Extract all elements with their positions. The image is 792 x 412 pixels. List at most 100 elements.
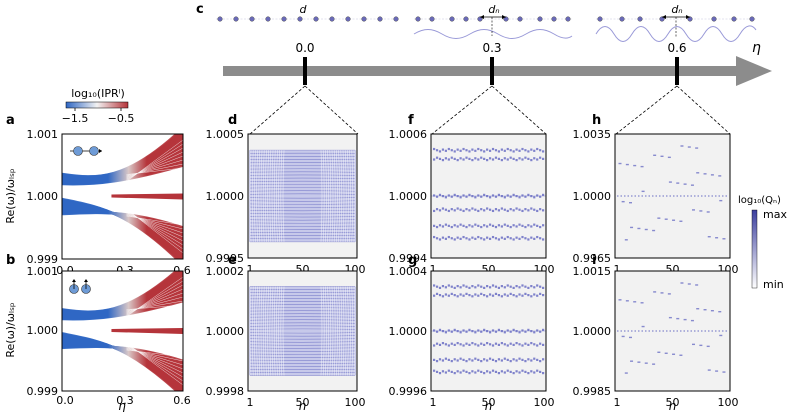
mode-dot bbox=[486, 236, 489, 239]
mode-dash bbox=[679, 220, 683, 222]
mode-dash bbox=[644, 362, 648, 364]
panel-b-xtick-0: 0.0 bbox=[56, 394, 74, 407]
mode-dot bbox=[468, 193, 471, 196]
mode-dot bbox=[491, 358, 495, 361]
mode-dot bbox=[444, 343, 447, 346]
mode-dash bbox=[653, 291, 657, 293]
mode-dot bbox=[483, 328, 486, 331]
mode-dot bbox=[486, 359, 489, 362]
mode-dot bbox=[506, 369, 509, 372]
mode-dot bbox=[536, 158, 539, 161]
q-colorbar-max-label: max bbox=[763, 208, 787, 221]
mode-dot bbox=[462, 329, 465, 332]
mode-dot bbox=[536, 358, 539, 361]
mode-dot bbox=[433, 209, 436, 213]
mode-dot bbox=[433, 369, 436, 372]
mode-dot bbox=[527, 294, 530, 297]
particle bbox=[619, 16, 625, 22]
mode-dot bbox=[518, 157, 521, 160]
ytick-label: 0.9994 bbox=[389, 252, 428, 265]
ytick-label: 1.0000 bbox=[573, 325, 612, 338]
mode-dot bbox=[483, 294, 486, 297]
mode-dot bbox=[459, 196, 462, 199]
mode-dot bbox=[497, 286, 501, 289]
mode-dot bbox=[468, 343, 471, 346]
mode-dot bbox=[524, 195, 527, 198]
mode-dot bbox=[518, 331, 521, 334]
mode-dot bbox=[471, 225, 474, 228]
mode-dot bbox=[477, 344, 480, 347]
mode-dot bbox=[524, 330, 527, 333]
mode-dot bbox=[486, 159, 489, 162]
mode-dot bbox=[536, 344, 539, 347]
mode-dot bbox=[480, 342, 483, 345]
particle bbox=[429, 16, 435, 22]
mode-dash bbox=[629, 202, 632, 204]
mode-dot bbox=[486, 225, 489, 228]
mode-dot bbox=[524, 342, 527, 345]
mode-dash bbox=[618, 299, 622, 301]
mode-dot bbox=[477, 147, 480, 151]
mode-dot bbox=[506, 344, 509, 347]
mode-dot bbox=[491, 344, 495, 347]
mode-dot bbox=[462, 294, 465, 297]
mode-dash bbox=[621, 335, 625, 338]
mode-dot bbox=[506, 358, 509, 361]
mode-dot bbox=[444, 208, 447, 211]
mode-dot bbox=[462, 224, 465, 227]
mode-dot bbox=[506, 147, 509, 151]
mode-dot bbox=[433, 329, 436, 332]
band-line bbox=[62, 164, 183, 186]
mode-dash bbox=[660, 155, 664, 158]
mode-dot bbox=[515, 148, 518, 151]
mode-dot bbox=[474, 293, 477, 296]
mode-dot bbox=[471, 285, 474, 288]
mode-dot bbox=[433, 235, 436, 239]
mode-dot bbox=[471, 342, 474, 345]
mode-dash bbox=[687, 283, 691, 285]
plot-area bbox=[615, 134, 730, 258]
mode-dot bbox=[444, 237, 447, 240]
mode-dot bbox=[518, 343, 521, 346]
mode-dot bbox=[435, 342, 439, 345]
ipr-colorbar-tick-low: −1.5 bbox=[62, 112, 89, 125]
mode-dot bbox=[465, 342, 468, 345]
mode-dot bbox=[447, 147, 450, 151]
mode-dot bbox=[456, 159, 459, 162]
mode-dot bbox=[509, 195, 512, 198]
mode-dot bbox=[438, 209, 442, 212]
mode-dot bbox=[503, 371, 506, 374]
mode-dot bbox=[506, 224, 509, 227]
ytick-label: 1.0000 bbox=[389, 325, 428, 338]
mode-dot bbox=[438, 238, 442, 241]
mode-dot bbox=[474, 331, 477, 334]
mode-dash bbox=[630, 226, 634, 229]
mode-dash bbox=[637, 227, 641, 230]
mode-dot bbox=[524, 149, 527, 152]
xlabel-n: n bbox=[669, 399, 677, 412]
mode-dot bbox=[453, 294, 456, 297]
panel-a-ytick-1: 1.000 bbox=[27, 190, 59, 203]
mode-dot bbox=[459, 157, 462, 160]
mode-dot bbox=[509, 225, 512, 229]
mode-dot bbox=[465, 330, 468, 333]
mode-dot bbox=[521, 147, 524, 151]
mode-dot bbox=[509, 156, 512, 159]
mode-dot bbox=[512, 224, 515, 227]
mode-dot bbox=[542, 358, 545, 361]
mode-dot bbox=[438, 372, 442, 375]
panel-b-ytick-1: 1.000 bbox=[27, 324, 59, 337]
mode-dot bbox=[533, 157, 536, 160]
xtick-label: 100 bbox=[718, 396, 739, 409]
mode-dot bbox=[518, 286, 521, 289]
xtick-label: 50 bbox=[666, 396, 680, 409]
panel-letter-d: d bbox=[228, 113, 237, 128]
q-colorbar-title: log₁₀(Qₙ) bbox=[738, 195, 781, 206]
mode-dot bbox=[488, 293, 492, 296]
mode-dot bbox=[530, 342, 533, 345]
mode-dash bbox=[624, 239, 628, 241]
mode-dot bbox=[486, 370, 489, 373]
ipr-colorbar-tick-high: −0.5 bbox=[108, 112, 135, 125]
mode-dot bbox=[491, 235, 495, 239]
